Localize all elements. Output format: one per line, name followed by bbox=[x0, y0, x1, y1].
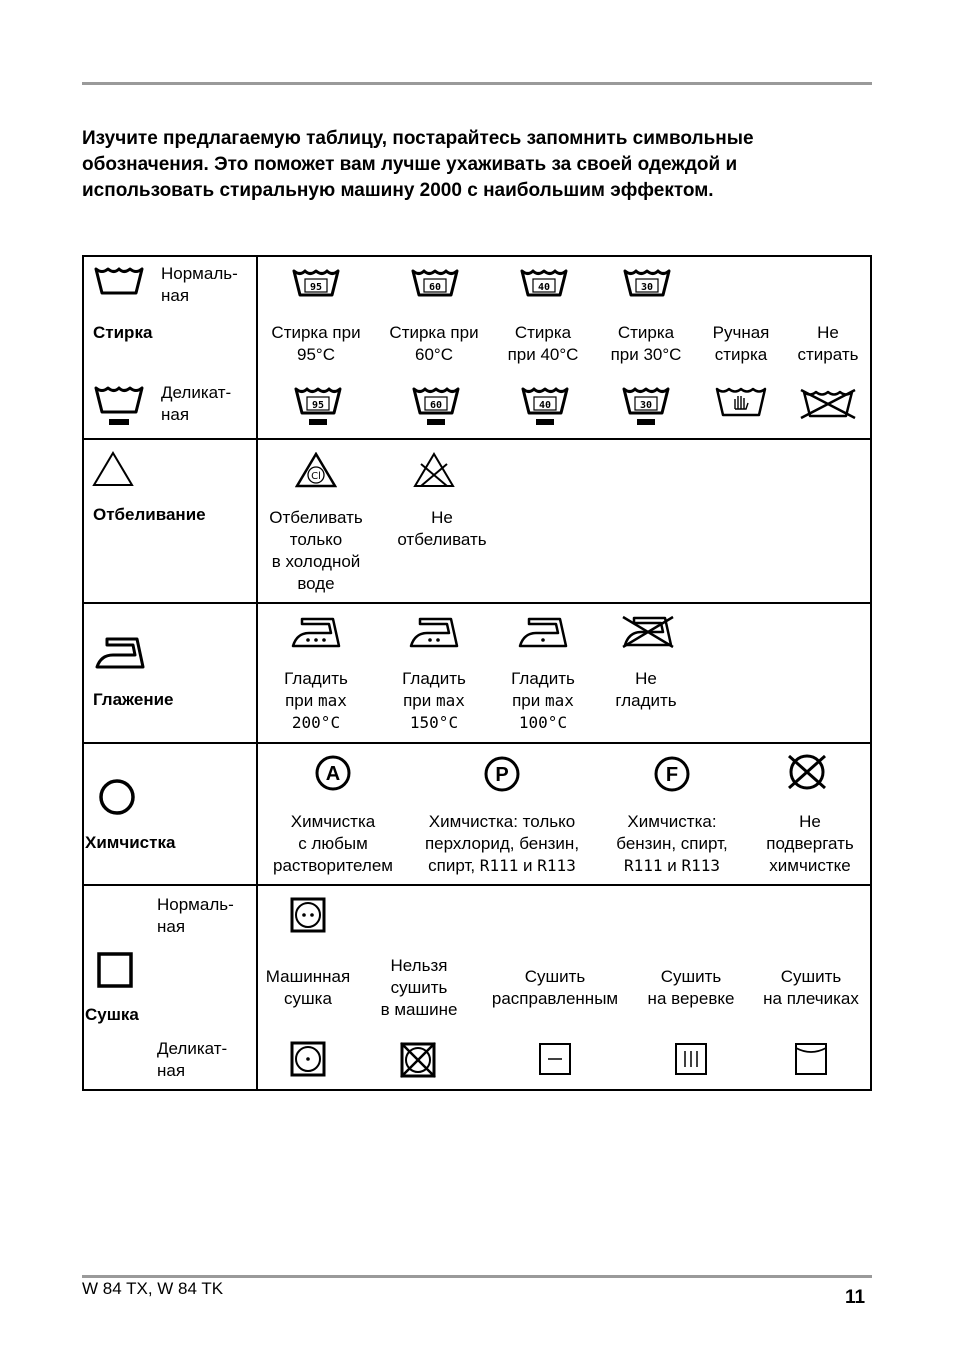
table-frame bbox=[82, 255, 872, 1091]
svg-text:95: 95 bbox=[310, 282, 322, 293]
hand-wash-label: Ручная стирка bbox=[712, 323, 770, 364]
line-dry-icon bbox=[794, 1042, 828, 1076]
no-iron-label: Не гладить bbox=[615, 669, 677, 710]
svg-text:40: 40 bbox=[538, 282, 550, 293]
wash-30-delicate-icon: 30 bbox=[622, 385, 670, 427]
no-bleach-label: Не отбеливать bbox=[397, 508, 487, 549]
row-divider bbox=[82, 742, 872, 744]
top-rule bbox=[82, 82, 872, 85]
wash-60-delicate-icon: 60 bbox=[412, 385, 460, 427]
wash-95-icon: 95 bbox=[292, 267, 340, 299]
svg-text:30: 30 bbox=[641, 282, 653, 293]
wash-95-delicate-icon: 95 bbox=[294, 385, 342, 427]
wash-tub-icon bbox=[94, 265, 144, 297]
no-bleach-icon bbox=[413, 452, 455, 488]
iron-200-icon bbox=[290, 616, 342, 648]
intro-line-3: использовать стиральную машину 2000 с на… bbox=[82, 180, 714, 201]
drip-dry-label: Сушить на веревке bbox=[647, 967, 735, 1008]
tumble-dry-delicate-icon bbox=[290, 1041, 326, 1077]
dryclean-category-label: Химчистка bbox=[85, 833, 176, 852]
bleach-cold-icon: Cl bbox=[295, 452, 337, 488]
no-dryclean-label: Не подвергать химчистке bbox=[766, 812, 854, 875]
iron-category-label: Глажение bbox=[93, 690, 174, 709]
dry-square-icon bbox=[97, 952, 133, 988]
no-wash-label: Не стирать bbox=[797, 323, 859, 364]
dryclean-f-label: Химчистка: бензин, спирт, R111 и R113 bbox=[616, 812, 728, 875]
dry-normal-label: Нормаль- ная bbox=[157, 895, 234, 936]
wash-tub-delicate-icon bbox=[94, 384, 144, 426]
dry-flat-icon bbox=[538, 1042, 572, 1076]
wash-60-label: Стирка при 60°C bbox=[389, 323, 479, 364]
iron-100-label: Гладить при max 100°C bbox=[511, 669, 575, 732]
svg-text:60: 60 bbox=[430, 400, 442, 411]
iron-150-icon bbox=[408, 616, 460, 648]
no-tumble-dry-icon bbox=[399, 1041, 437, 1079]
svg-text:F: F bbox=[666, 764, 678, 786]
svg-text:Cl: Cl bbox=[311, 471, 321, 482]
dryclean-circle-icon bbox=[97, 777, 137, 817]
dry-flat-label: Сушить расправленным bbox=[491, 967, 619, 1008]
footer-model: W 84 TX, W 84 TK bbox=[82, 1279, 224, 1298]
line-dry-label: Сушить на плечиках bbox=[763, 967, 859, 1008]
no-dryclean-icon bbox=[783, 752, 831, 792]
dry-delicate-label: Деликат- ная bbox=[157, 1039, 228, 1080]
row-divider bbox=[82, 438, 872, 440]
wash-category-label: Стирка bbox=[93, 323, 153, 342]
row-divider bbox=[82, 602, 872, 604]
dryclean-f-icon: F bbox=[653, 755, 691, 793]
bleach-triangle-icon bbox=[92, 451, 134, 487]
svg-text:P: P bbox=[495, 764, 508, 786]
no-wash-icon bbox=[799, 388, 857, 420]
wash-delicate-label: Деликат- ная bbox=[161, 383, 232, 424]
wash-40-icon: 40 bbox=[520, 267, 568, 299]
wash-40-label: Стирка при 40°C bbox=[507, 323, 579, 364]
wash-normal-label: Нормаль- ная bbox=[161, 264, 238, 305]
svg-text:40: 40 bbox=[539, 400, 551, 411]
wash-30-icon: 30 bbox=[623, 267, 671, 299]
iron-150-label: Гладить при max 150°C bbox=[402, 669, 466, 732]
page-number: 11 bbox=[845, 1287, 866, 1308]
iron-icon bbox=[93, 635, 147, 669]
svg-text:A: A bbox=[326, 763, 340, 785]
svg-text:30: 30 bbox=[640, 400, 652, 411]
hand-wash-icon bbox=[715, 385, 767, 419]
intro-line-1: Изучите предлагаемую таблицу, постарайте… bbox=[82, 128, 754, 149]
intro-line-2: обозначения. Это поможет вам лучше ухажи… bbox=[82, 154, 738, 175]
wash-30-label: Стирка при 30°C bbox=[610, 323, 682, 364]
wash-40-delicate-icon: 40 bbox=[521, 385, 569, 427]
care-symbols-table: Нормаль- ная Стирка Деликат- ная 95 60 4… bbox=[82, 255, 872, 1091]
intro-paragraph: Изучите предлагаемую таблицу, постарайте… bbox=[82, 126, 872, 204]
tumble-dry-normal-icon bbox=[290, 897, 326, 933]
dryclean-a-icon: A bbox=[314, 754, 352, 792]
bottom-rule bbox=[82, 1275, 872, 1278]
bleach-category-label: Отбеливание bbox=[93, 505, 206, 524]
dryclean-p-label: Химчистка: только перхлорид, бензин, спи… bbox=[424, 812, 580, 875]
wash-60-icon: 60 bbox=[411, 267, 459, 299]
iron-200-label: Гладить при max 200°C bbox=[284, 669, 348, 732]
drip-dry-icon bbox=[674, 1042, 708, 1076]
row-divider bbox=[82, 884, 872, 886]
svg-text:60: 60 bbox=[429, 282, 441, 293]
bleach-cold-label: Отбеливать только в холодной воде bbox=[269, 508, 363, 593]
dryclean-p-icon: P bbox=[483, 755, 521, 793]
dryclean-a-label: Химчистка с любым растворителем bbox=[273, 812, 393, 875]
no-tumble-dry-label: Нельзя сушить в машине bbox=[380, 956, 458, 1019]
no-iron-icon bbox=[620, 614, 676, 648]
tumble-dry-label: Машинная сушка bbox=[265, 967, 351, 1008]
iron-100-icon bbox=[517, 616, 569, 648]
svg-text:95: 95 bbox=[312, 400, 324, 411]
dry-category-label: Сушка bbox=[85, 1005, 139, 1024]
column-divider bbox=[256, 255, 258, 1091]
wash-95-label: Стирка при 95°C bbox=[271, 323, 361, 364]
